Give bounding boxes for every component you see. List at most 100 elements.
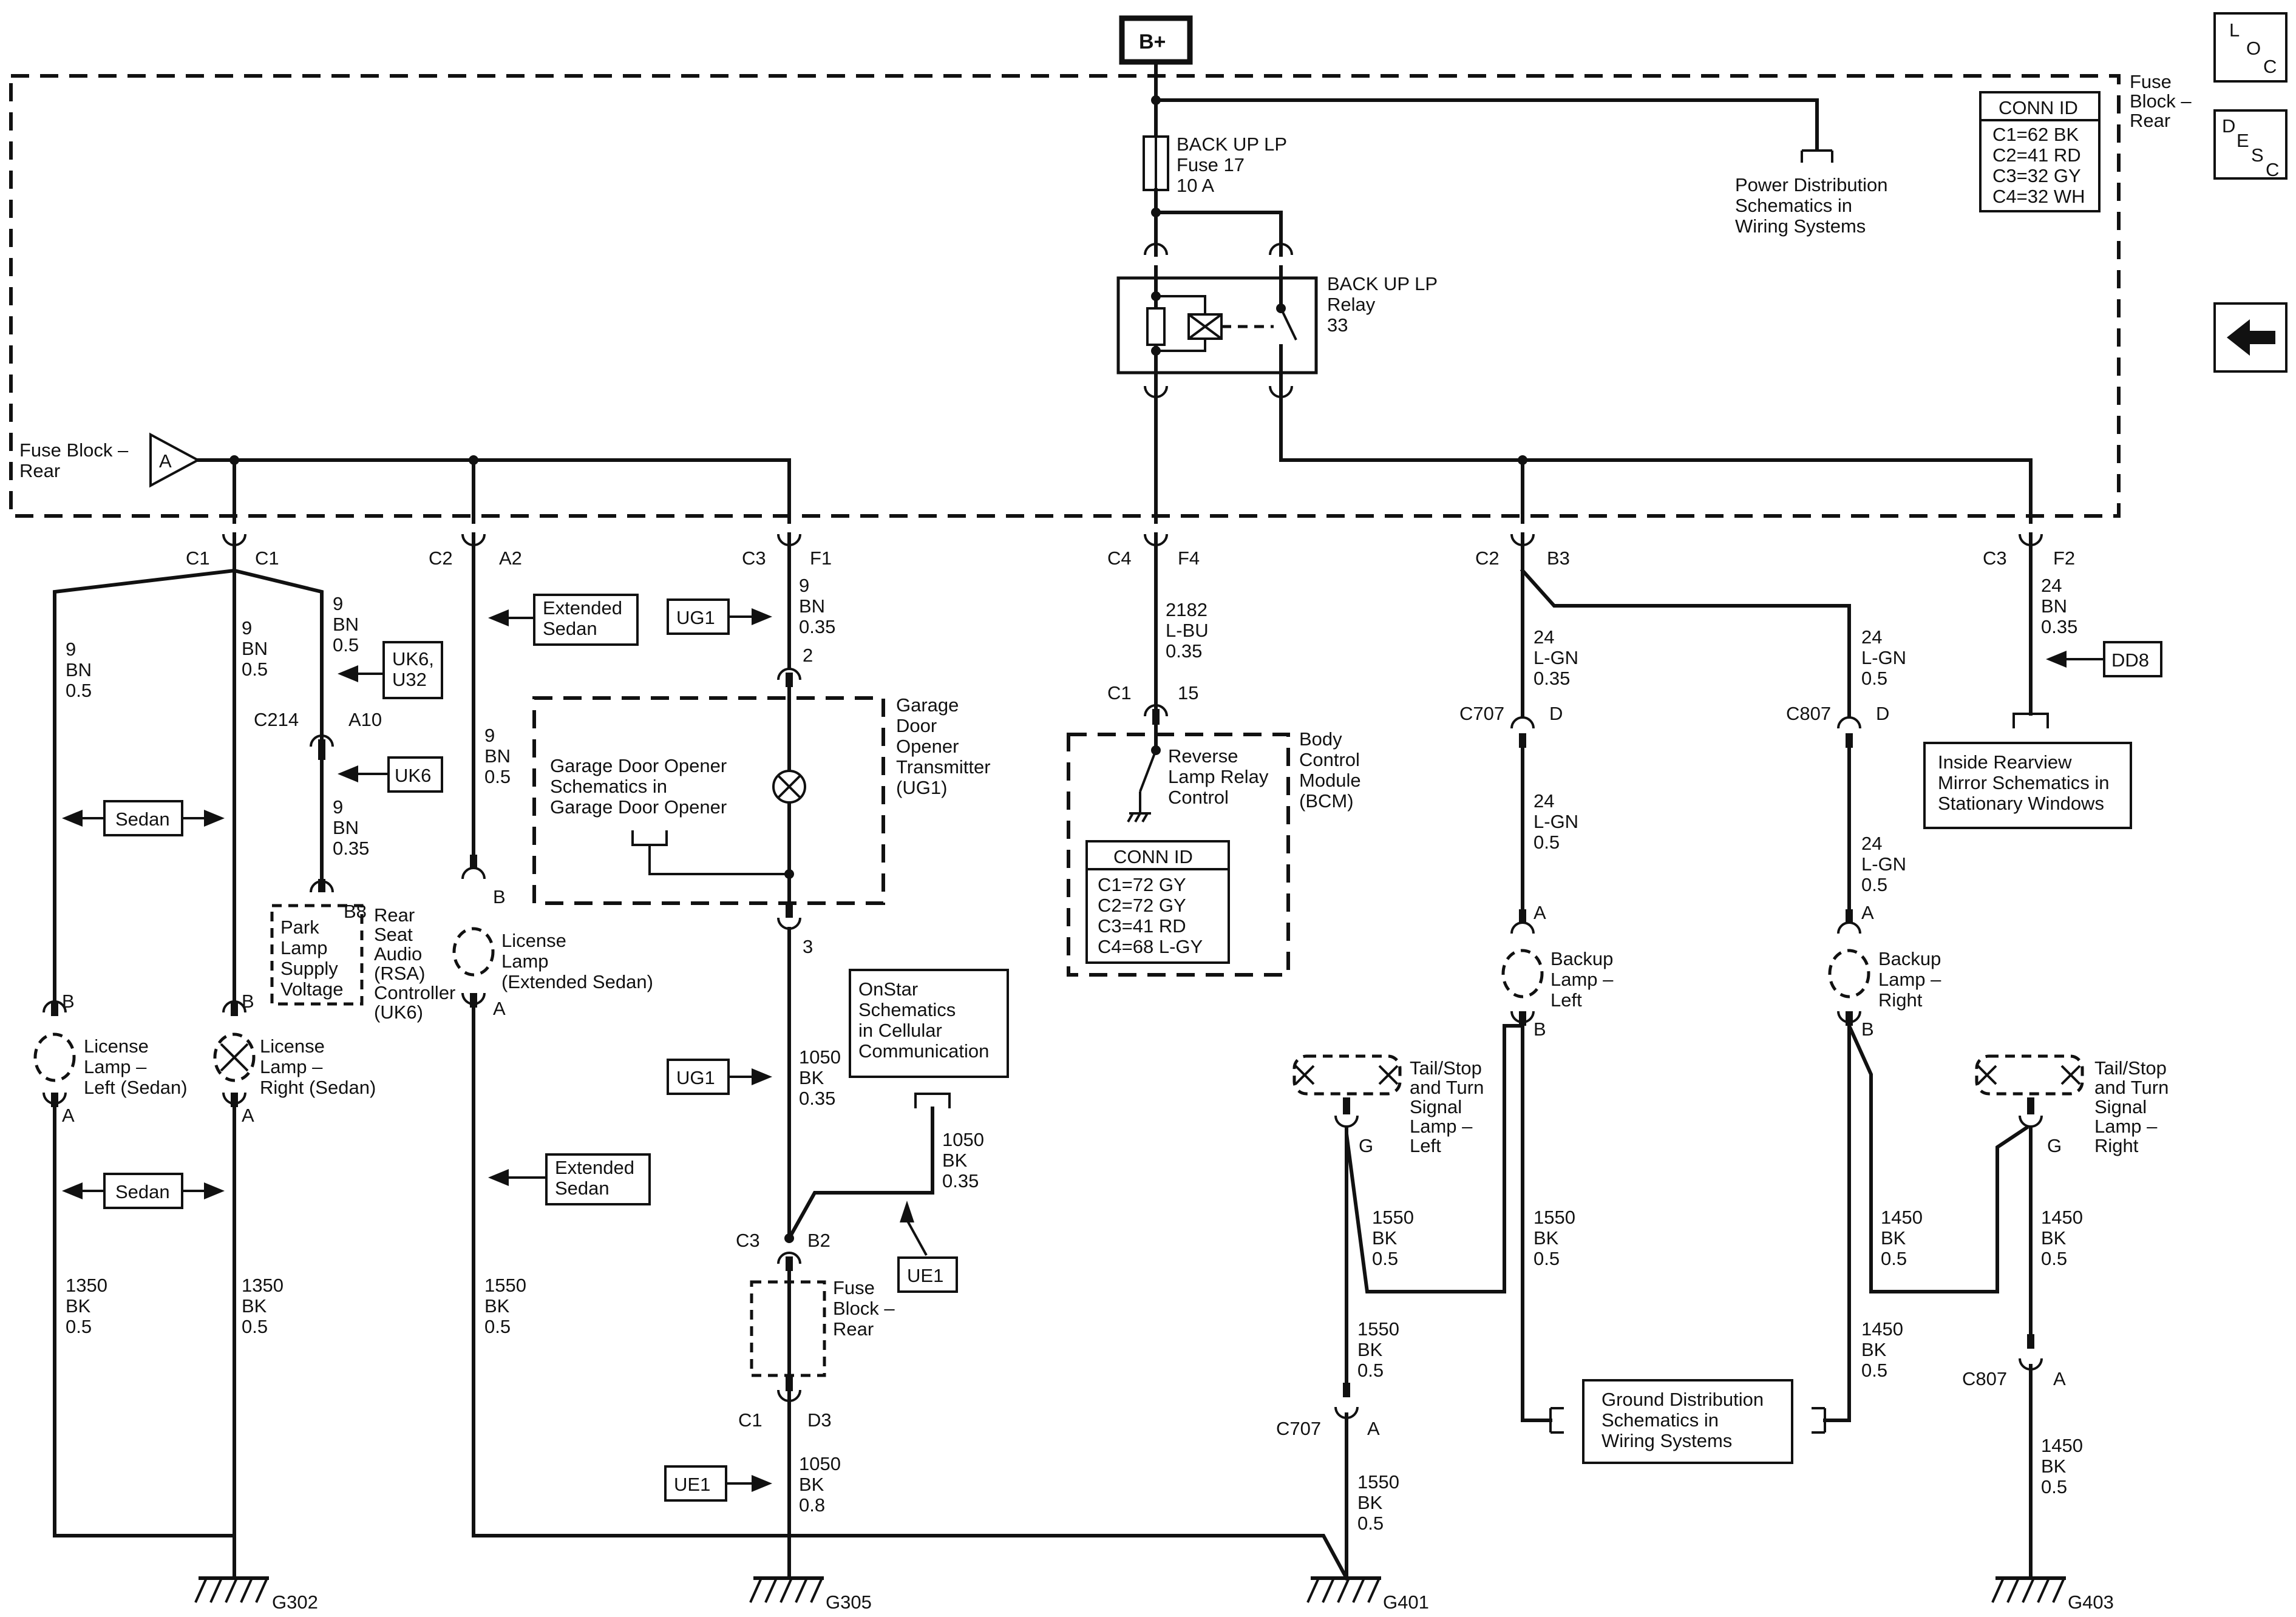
- conn-a10: A10: [348, 709, 382, 730]
- license-lamp-left: [33, 1032, 76, 1082]
- svg-text:CONN ID: CONN ID: [1999, 97, 2078, 118]
- option-ug1-2[interactable]: UG1: [667, 1059, 730, 1095]
- option-dd8[interactable]: DD8: [2103, 641, 2162, 677]
- svg-text:B: B: [242, 991, 254, 1012]
- option-sedan-1[interactable]: Sedan: [103, 800, 183, 836]
- conn-a2: A2: [499, 547, 522, 569]
- fuse-block-rear-label-left: Fuse Block –Rear: [19, 439, 129, 481]
- svg-text:B: B: [1533, 1019, 1546, 1040]
- conn-bcm-15: 15: [1178, 682, 1198, 703]
- conn-bcm-c1: C1: [1107, 682, 1132, 703]
- conn-c3-f1-c3: C3: [742, 547, 766, 569]
- backup-lamp-left: [1501, 949, 1544, 998]
- conn-c2-b3-c2: C2: [1475, 547, 1500, 569]
- conn-c2-b3-b3: B3: [1547, 547, 1570, 569]
- conn-c807-d-d: D: [1876, 703, 1889, 724]
- svg-text:B: B: [1861, 1019, 1874, 1040]
- ground-g305: G305: [826, 1592, 872, 1613]
- desc-d: D: [2222, 115, 2235, 137]
- conn-c3-f1-f1: F1: [810, 547, 832, 569]
- ground-g401: G401: [1383, 1592, 1429, 1613]
- conn-f4: F4: [1178, 547, 1200, 569]
- conn-c1-a: C1: [186, 547, 210, 569]
- onstar-box: [849, 969, 1009, 1078]
- svg-text:G: G: [1359, 1135, 1373, 1156]
- conn-c4: C4: [1107, 547, 1132, 569]
- conn-c707-d-d: D: [1549, 703, 1563, 724]
- backup-lp-relay: [1116, 276, 1318, 375]
- svg-text:UG1: UG1: [676, 1067, 715, 1088]
- option-uk6-u32[interactable]: UK6,U32: [382, 641, 443, 699]
- svg-text:A: A: [242, 1105, 254, 1126]
- loc-c: C: [2263, 56, 2277, 77]
- svg-text:B: B: [62, 991, 75, 1012]
- backup-lamp-right: [1828, 949, 1870, 998]
- option-ue1-1[interactable]: UE1: [897, 1256, 958, 1293]
- svg-text:Sedan: Sedan: [115, 808, 170, 830]
- desc-button[interactable]: D E S C: [2213, 109, 2288, 180]
- svg-text:3: 3: [803, 936, 813, 957]
- back-button[interactable]: [2213, 302, 2288, 373]
- mirror-box: [1923, 742, 2132, 829]
- battery-label: B+: [1139, 30, 1166, 53]
- loc-button[interactable]: L O C: [2213, 12, 2288, 83]
- body-control-module: [1067, 733, 1290, 977]
- option-uk6[interactable]: UK6: [387, 756, 443, 793]
- svg-text:Sedan: Sedan: [115, 1181, 170, 1202]
- conn-c3-f2-f2: F2: [2053, 547, 2075, 569]
- conn-c3: C3: [736, 1230, 760, 1251]
- conn-c807-d-c807: C807: [1786, 703, 1831, 724]
- option-sedan-2[interactable]: Sedan: [103, 1173, 183, 1209]
- svg-text:2: 2: [803, 645, 813, 666]
- option-ue1-2[interactable]: UE1: [664, 1465, 727, 1502]
- conn-c1-d3-c1: C1: [738, 1409, 763, 1431]
- svg-text:A: A: [159, 450, 172, 472]
- conn-c807-a-a: A: [2053, 1368, 2066, 1389]
- tail-lamp-right: [1975, 1054, 2084, 1096]
- desc-c: C: [2266, 159, 2279, 180]
- option-ug1-1[interactable]: UG1: [667, 598, 730, 635]
